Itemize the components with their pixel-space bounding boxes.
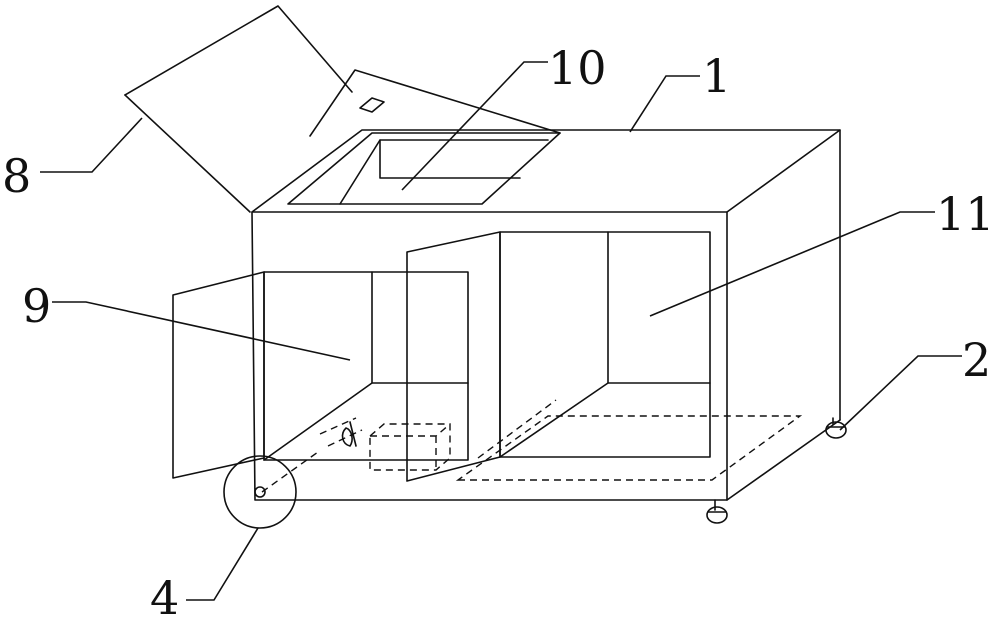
front-wheel [224, 456, 296, 528]
top-opening [288, 70, 560, 204]
lid-flap [125, 6, 352, 212]
right-compartment [407, 232, 710, 481]
label-9: 9 [22, 279, 51, 333]
left-compartment [173, 272, 468, 478]
label-8: 8 [2, 149, 31, 203]
casters [707, 418, 846, 523]
label-10: 10 [548, 41, 607, 95]
label-4: 4 [150, 571, 179, 618]
label-11: 11 [936, 187, 995, 241]
label-2: 2 [962, 333, 991, 387]
cabinet-body [252, 130, 840, 500]
label-1: 1 [702, 49, 731, 103]
hidden-internals [262, 400, 800, 492]
